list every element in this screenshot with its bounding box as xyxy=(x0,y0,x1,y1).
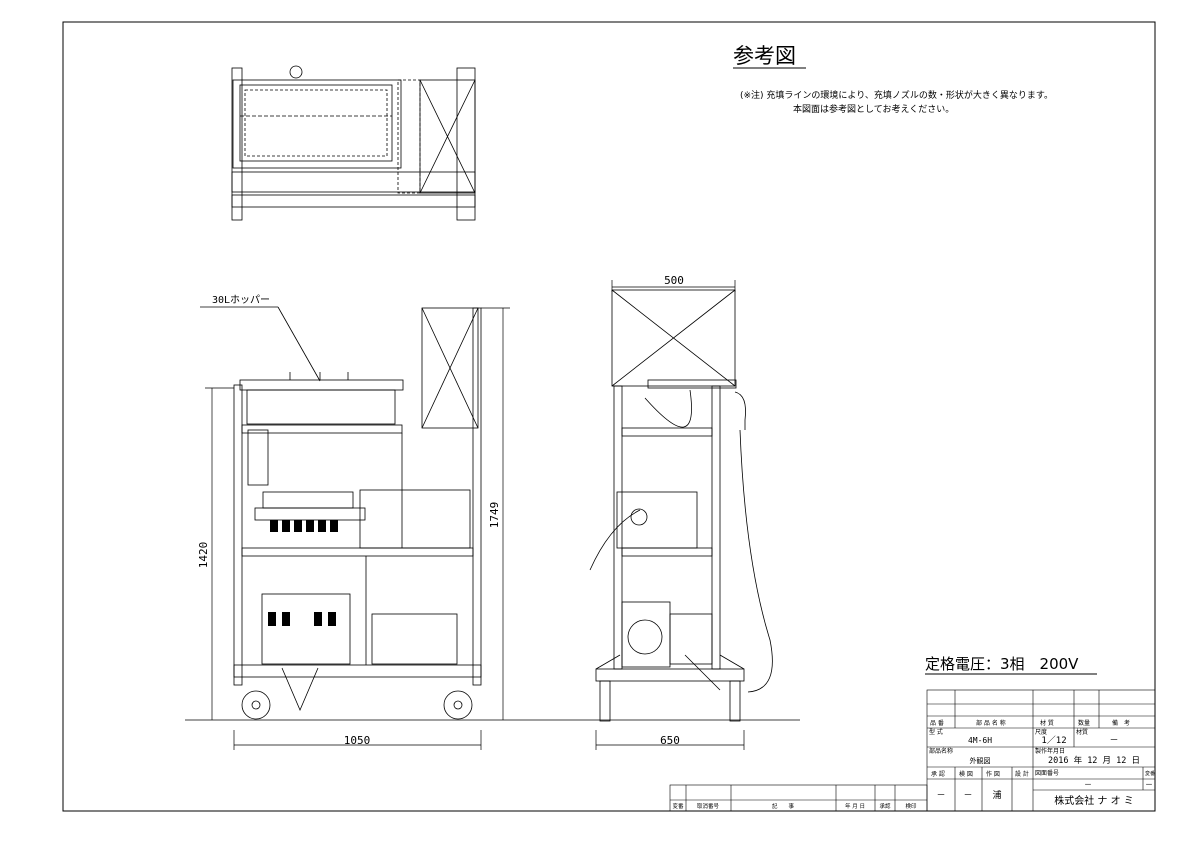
tb-scale-value: 1／12 xyxy=(1041,735,1066,746)
hopper-label: 30Lホッパー xyxy=(212,294,270,306)
title-block-grid xyxy=(926,689,1156,812)
rated-voltage: 定格電圧：3相 200V xyxy=(925,655,1079,673)
front-view xyxy=(233,307,482,720)
tb-model-value: 4M-6H xyxy=(968,736,992,745)
front-width-dim: 1050 xyxy=(344,734,371,747)
drawing-title: 参考図 xyxy=(733,44,796,68)
tb-part-name-label: 部 品 名 称 xyxy=(976,719,1006,727)
tb-material-label-2: 材質 xyxy=(1076,728,1088,736)
revision-table-headers: 変番 取消番号 記 事 年 月 日 承認 検印 xyxy=(672,802,917,810)
tb-role-approve: 承 認 xyxy=(931,770,945,778)
rev-col-article: 記 事 xyxy=(772,802,795,810)
tb-revision-label: 変番 xyxy=(1145,770,1155,777)
tb-role-design: 設 計 xyxy=(1015,770,1029,778)
tb-role-drawn: 作 図 xyxy=(986,770,1000,778)
tb-revision-value: － xyxy=(1145,780,1153,789)
tb-model-label: 型 式 xyxy=(929,728,943,736)
rev-col-date: 年 月 日 xyxy=(845,802,865,810)
tb-material-label: 材 質 xyxy=(1040,719,1054,727)
tb-approve-value: － xyxy=(936,791,945,801)
side-base-width-dim: 650 xyxy=(660,734,680,747)
tb-company: 株式会社 ナ オ ミ xyxy=(1054,794,1134,807)
front-height-dim: 1420 xyxy=(197,542,210,569)
tb-role-check: 検 図 xyxy=(959,770,973,778)
front-nozzles xyxy=(268,520,338,626)
side-top-width-dim: 500 xyxy=(664,274,684,287)
side-dimensions xyxy=(595,280,745,750)
rev-col-cancel: 取消番号 xyxy=(697,802,720,810)
tb-part-name-label-2: 部品名称 xyxy=(929,747,953,755)
tb-check-value: － xyxy=(963,791,972,801)
note-line-1: (※注) 充填ラインの環境により、充填ノズルの数・形状が大きく異なります。 xyxy=(740,89,1053,101)
rev-col-stamp: 検印 xyxy=(905,802,917,810)
front-dimensions xyxy=(185,307,800,750)
note-line-2: 本図面は参考図としてお考えください。 xyxy=(793,103,954,115)
tb-date-label: 製作年月日 xyxy=(1035,747,1065,755)
sheet-border xyxy=(62,21,1156,812)
tb-item-no-label: 品 番 xyxy=(930,720,944,727)
side-view xyxy=(589,289,773,722)
tb-part-name-value: 外観図 xyxy=(970,756,991,765)
rev-col-no: 変番 xyxy=(672,802,684,810)
tb-qty-label: 数量 xyxy=(1078,719,1090,727)
tb-scale-label: 尺度 xyxy=(1035,728,1047,736)
tb-remarks-label: 備 考 xyxy=(1112,719,1130,727)
tb-drawn-value: 浦 xyxy=(992,789,1001,801)
tb-drawing-no-value: － xyxy=(1084,780,1092,789)
tb-material-value: － xyxy=(1109,736,1118,746)
tb-drawing-no-label: 図面番号 xyxy=(1035,770,1059,777)
revision-table-grid xyxy=(669,784,928,812)
title-block-text: 品 番 部 品 名 称 材 質 数量 備 考 型 式 4M-6H 尺度 1／12… xyxy=(929,719,1155,807)
total-height-dim: 1749 xyxy=(488,502,501,529)
tb-date-value: 2016 年 12 月 12 日 xyxy=(1048,755,1140,766)
hopper-leader xyxy=(277,306,321,382)
rev-col-approve: 承認 xyxy=(879,802,891,810)
plan-view xyxy=(231,65,476,221)
